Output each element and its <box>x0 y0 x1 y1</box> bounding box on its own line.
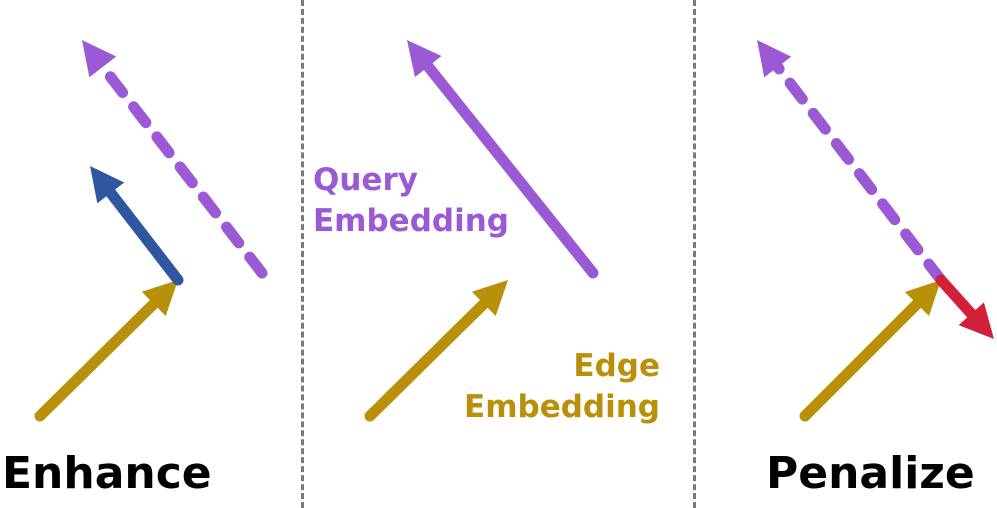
legend-query-embedding-arrow-head <box>407 40 442 78</box>
query-embedding-label: Query Embedding <box>313 160 509 242</box>
edge-embedding-label-line1: Edge <box>573 348 660 384</box>
penalize-label: Penalize <box>766 448 975 499</box>
penalize-component-arrow <box>935 274 994 339</box>
panel-divider-left <box>301 0 304 508</box>
legend-edge-embedding-arrow <box>364 280 508 422</box>
enhance-component-arrow <box>90 166 184 286</box>
enhance-query-embedding-dashed-arrow-shaft <box>94 58 268 279</box>
penalize-query-embedding-dashed-arrow-shaft <box>769 58 947 286</box>
penalize-edge-embedding-arrow <box>799 280 941 422</box>
query-embedding-label-line1: Query <box>313 162 418 198</box>
edge-embedding-label-line2: Embedding <box>464 389 660 425</box>
enhance-query-embedding-dashed-arrow-head <box>82 40 117 78</box>
enhance-label: Enhance <box>2 448 212 499</box>
enhance-edge-embedding-arrow <box>34 280 178 422</box>
edge-embedding-label: Edge Embedding <box>464 346 660 428</box>
query-embedding-label-line2: Embedding <box>313 203 509 239</box>
penalize-component-arrow-head <box>958 302 994 339</box>
enhance-component-arrow-shaft <box>102 184 184 286</box>
panel-divider-right <box>693 0 696 508</box>
enhance-edge-embedding-arrow-head <box>141 280 178 316</box>
penalize-edge-embedding-arrow-shaft <box>799 295 926 422</box>
enhance-edge-embedding-arrow-shaft <box>34 295 163 422</box>
legend-query-embedding-arrow <box>407 40 599 279</box>
penalize-component-arrow-shaft <box>935 274 980 323</box>
enhance-component-arrow-head <box>90 166 125 204</box>
legend-edge-embedding-arrow-head <box>471 280 508 316</box>
penalize-query-embedding-dashed-arrow <box>757 40 947 286</box>
penalize-edge-embedding-arrow-head <box>904 280 941 317</box>
enhance-query-embedding-dashed-arrow <box>82 40 268 279</box>
legend-edge-embedding-arrow-shaft <box>364 295 493 422</box>
legend-query-embedding-arrow-shaft <box>420 57 599 279</box>
penalize-query-embedding-dashed-arrow-head <box>757 40 792 78</box>
